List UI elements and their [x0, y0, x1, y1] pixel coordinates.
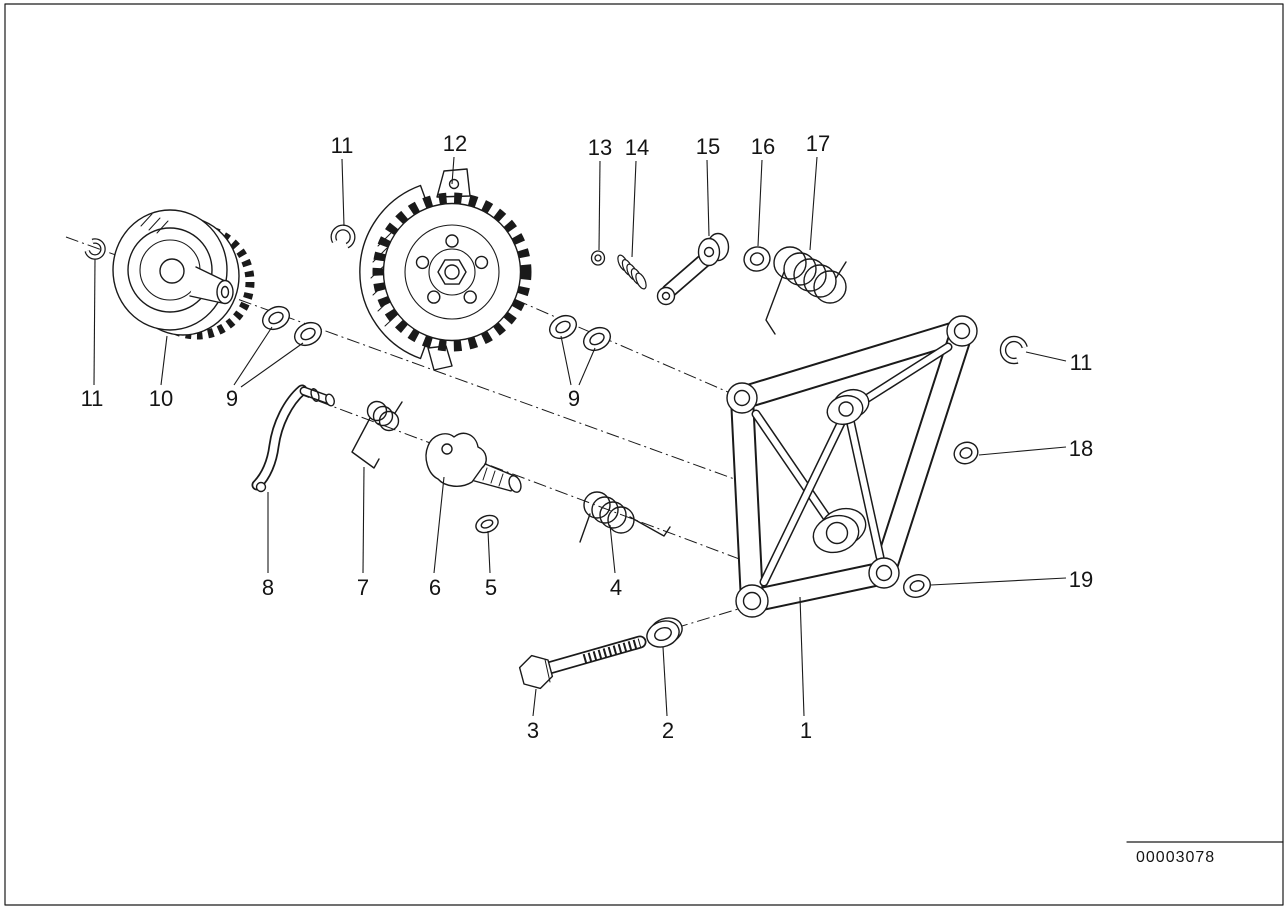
washer-18-icon [953, 441, 979, 465]
washer-5-icon [475, 514, 499, 534]
callout-12[interactable]: 12 [442, 131, 468, 156]
spring-17-icon [765, 246, 847, 335]
callout-7[interactable]: 7 [356, 575, 370, 600]
washers-9 [261, 305, 612, 352]
callout-10[interactable]: 10 [148, 386, 174, 411]
callout-5[interactable]: 5 [484, 575, 498, 600]
spring-4-icon [579, 491, 671, 543]
callout-11-right[interactable]: 11 [1069, 350, 1093, 375]
callout-8[interactable]: 8 [261, 575, 275, 600]
circlip-11-right-icon [999, 335, 1029, 365]
washer-19-icon [903, 574, 931, 598]
washer-2-icon [646, 617, 683, 648]
callout-16[interactable]: 16 [750, 134, 776, 159]
sprocket-part [359, 168, 532, 371]
callout-17[interactable]: 17 [805, 131, 831, 156]
pin-13-icon [590, 250, 606, 266]
diagram-code: 00003078 [1136, 849, 1216, 866]
lever-15 [656, 232, 730, 306]
circlip-11-top-icon [330, 224, 356, 250]
drum-part [112, 209, 255, 340]
callout-11-left[interactable]: 11 [80, 386, 104, 411]
callout-14[interactable]: 14 [624, 135, 650, 160]
callout-19[interactable]: 19 [1068, 567, 1094, 592]
callout-18[interactable]: 18 [1068, 436, 1094, 461]
spring-14-icon [617, 254, 647, 290]
washer-16-icon [743, 246, 771, 272]
callout-1[interactable]: 1 [799, 718, 813, 743]
callout-11-top[interactable]: 11 [330, 133, 354, 158]
bracket-part [726, 315, 978, 618]
callout-9-mid[interactable]: 9 [567, 386, 581, 411]
lever-8 [251, 384, 335, 493]
callout-6[interactable]: 6 [428, 575, 442, 600]
page-border [4, 3, 1284, 906]
circlip-11-left-icon [84, 238, 106, 260]
callout-9-left[interactable]: 9 [225, 386, 239, 411]
leader-lines [93, 156, 1067, 717]
cam-6 [425, 432, 522, 493]
callout-3[interactable]: 3 [526, 718, 540, 743]
callout-2[interactable]: 2 [661, 718, 675, 743]
bolt-3 [518, 635, 647, 690]
callout-4[interactable]: 4 [609, 575, 623, 600]
callout-15[interactable]: 15 [695, 134, 721, 159]
spring-7-icon [351, 400, 403, 469]
callout-13[interactable]: 13 [587, 135, 613, 160]
